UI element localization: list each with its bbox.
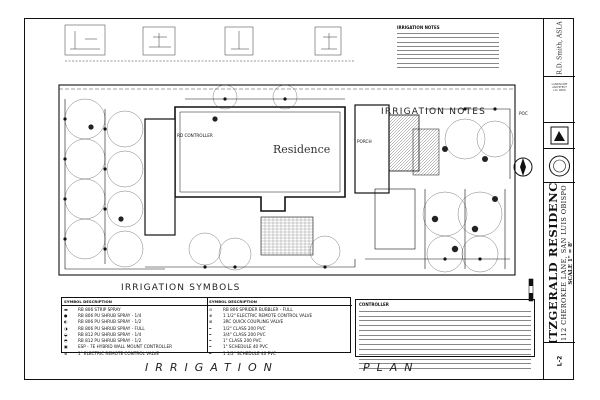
notes-heading: IRRIGATION NOTES — [381, 107, 486, 117]
legend-label: RB 806 STRIP SPRAY — [78, 306, 121, 312]
legend-row: ◒ RB 812 PU SHRUB SPRAY - 1/4 — [62, 331, 207, 337]
symbols-heading: IRRIGATION SYMBOLS — [121, 283, 241, 293]
legend-label: 1 1/2" SCHEDULE 40 PVC — [223, 350, 276, 356]
legend-symbol-icon: ◐ — [64, 319, 68, 325]
detail-sketches — [64, 24, 355, 62]
notes-box-title: CONTROLLER — [359, 302, 389, 307]
legend-label: RB 806 PU SHRUB SPRAY - 1/4 — [78, 312, 142, 318]
legend-row: ⊕ 1 1/2" ELECTRIC REMOTE CONTROL VALVE — [207, 312, 352, 318]
top-notes-block: IRRIGATION NOTES — [397, 25, 499, 68]
legend-row: ━ 3/4" CLASS 200 PVC — [207, 331, 352, 337]
legend-row: ● RB 806 PU SHRUB SPRAY - 1/4 — [62, 312, 207, 318]
legend-row: ◓ RB 812 PU SHRUB SPRAY - 1/2 — [62, 337, 207, 343]
controller-tag: RD CONTROLLER — [177, 133, 213, 138]
legend-symbol-icon: ⊞ — [209, 319, 213, 325]
legend-symbol-icon: ⊕ — [209, 312, 213, 318]
residence-label: Residence — [273, 143, 331, 156]
firm-line: LANDSCAPE — [551, 83, 568, 86]
legend-symbol-icon: ◒ — [64, 331, 68, 337]
legend-row: ⊗ 1" ELECTRIC REMOTE CONTROL VALVE — [62, 350, 207, 356]
firm-line: LIC. 0000 — [553, 89, 566, 93]
sheet-cell: L-2 — [544, 343, 575, 379]
legend-row: ━ 1" SCHEDULE 40 PVC — [207, 344, 352, 350]
legend-label: RB 812 PU SHRUB SPRAY - 1/4 — [78, 331, 142, 337]
legend-label: ESP - 7E HYBRID WALL MOUNT CONTROLLER — [78, 344, 173, 350]
legend-symbol-icon: ⊙ — [209, 306, 213, 312]
drawing-sheet: Residence RD CONTROLLER PORCH POC IRRIGA… — [24, 18, 575, 380]
legend-label: 1" CLASS 200 PVC — [223, 338, 262, 344]
project-scale: SCALE 1" = 8' — [567, 240, 574, 285]
project-name: FITZGERALD RESIDENCE — [545, 183, 560, 343]
legend-header: SYMBOL DESCRIPTION — [207, 298, 352, 306]
legend-symbol-icon: ⊗ — [64, 350, 68, 356]
plant-symbols — [88, 116, 498, 253]
legend-symbol-icon: ● — [64, 312, 68, 318]
pipe-runs — [64, 98, 511, 270]
legend-symbol-icon: ━ — [209, 325, 212, 331]
top-notes-title: IRRIGATION NOTES — [397, 25, 440, 30]
legend-row: ━ 1" CLASS 200 PVC — [207, 337, 352, 343]
project-cell: FITZGERALD RESIDENCE 112 CHEROKEE LANE, … — [544, 183, 575, 343]
legend-label: RB 812 PU SHRUB SPRAY - 1/2 — [78, 338, 142, 344]
plan-title-left: IRRIGATION — [145, 361, 279, 374]
legend-row: ▣ ESP - 7E HYBRID WALL MOUNT CONTROLLER — [62, 344, 207, 350]
project-address: 112 CHEROKEE LANE, SAN LUIS OBISPO — [559, 184, 568, 341]
legend-row: ◑ RB 806 PU SHRUB SPRAY - FULL — [62, 325, 207, 331]
firm-cell: LANDSCAPE ARCHITECT LIC. 0000 — [544, 77, 575, 123]
sheet-number: L-2 — [556, 355, 563, 367]
poc-tag: POC — [519, 111, 528, 116]
legend-label: RB 806 PU SHRUB SPRAY - FULL — [78, 325, 145, 331]
legend-symbol-icon: ━ — [209, 331, 212, 337]
legend-row: ▬ RB 806 STRIP SPRAY — [62, 306, 207, 312]
designer-cell: R.D. Smith, ASLA — [544, 19, 575, 77]
legend-label: 3RC QUICK COUPLING VALVE — [223, 319, 284, 325]
north-arrow-icon — [513, 157, 533, 177]
legend-row: ⊞ 3RC QUICK COUPLING VALVE — [207, 319, 352, 325]
seal-cell — [544, 149, 575, 183]
legend-symbol-icon: ◓ — [64, 338, 68, 344]
plan-title-right: PLAN — [363, 361, 420, 374]
legend-row: ━ 1/2" CLASS 200 PVC — [207, 325, 352, 331]
legend-label: 1/2" CLASS 200 PVC — [223, 325, 266, 331]
legend-label: 1" SCHEDULE 40 PVC — [223, 344, 268, 350]
legend-symbol-icon: ▬ — [64, 306, 68, 312]
legend-row: ⊙ RB 806 SPRIDER BUBBLER - FULL — [207, 306, 352, 312]
legend-row: ◐ RB 806 PU SHRUB SPRAY - 1/2 — [62, 319, 207, 325]
legend-label: 1 1/2" ELECTRIC REMOTE CONTROL VALVE — [223, 312, 313, 318]
legend-symbol-icon: ▣ — [64, 344, 68, 350]
firm-logo-icon — [550, 126, 569, 145]
legend-label: 3/4" CLASS 200 PVC — [223, 331, 266, 337]
scale-bar — [528, 278, 534, 302]
legend-symbol-icon: ━ — [209, 350, 212, 356]
spray-heads — [63, 97, 497, 269]
legend-label: 1" ELECTRIC REMOTE CONTROL VALVE — [78, 350, 160, 356]
legend-header: SYMBOL DESCRIPTION — [62, 298, 207, 306]
irrigation-legend: SYMBOL DESCRIPTION ▬ RB 806 STRIP SPRAY ● R… — [61, 297, 352, 356]
legend-label: RB 806 PU SHRUB SPRAY - 1/2 — [78, 319, 142, 325]
legend-row: ━ 1 1/2" SCHEDULE 40 PVC — [207, 350, 352, 356]
porch-tag: PORCH — [357, 139, 372, 144]
house-footprint — [144, 104, 420, 256]
designer-name: R.D. Smith, ASLA — [556, 20, 563, 75]
legend-column-2: SYMBOL DESCRIPTION ⊙ RB 806 SPRIDER BUBBL… — [207, 298, 352, 356]
legend-column-1: SYMBOL DESCRIPTION ▬ RB 806 STRIP SPRAY ● R… — [62, 298, 208, 356]
legend-symbol-icon: ━ — [209, 344, 212, 350]
seal-icon — [549, 155, 570, 177]
legend-symbol-icon: ━ — [209, 338, 212, 344]
firm-line: ARCHITECT — [552, 86, 567, 90]
legend-label: RB 806 SPRIDER BUBBLER - FULL — [223, 306, 293, 312]
title-block: R.D. Smith, ASLA LANDSCAPE ARCHITECT LIC… — [543, 19, 575, 379]
legend-symbol-icon: ◑ — [64, 325, 68, 331]
irrigation-notes-box: CONTROLLER — [355, 299, 535, 370]
logo-cell — [544, 123, 575, 149]
irrigation-plan-drawing — [58, 24, 534, 302]
